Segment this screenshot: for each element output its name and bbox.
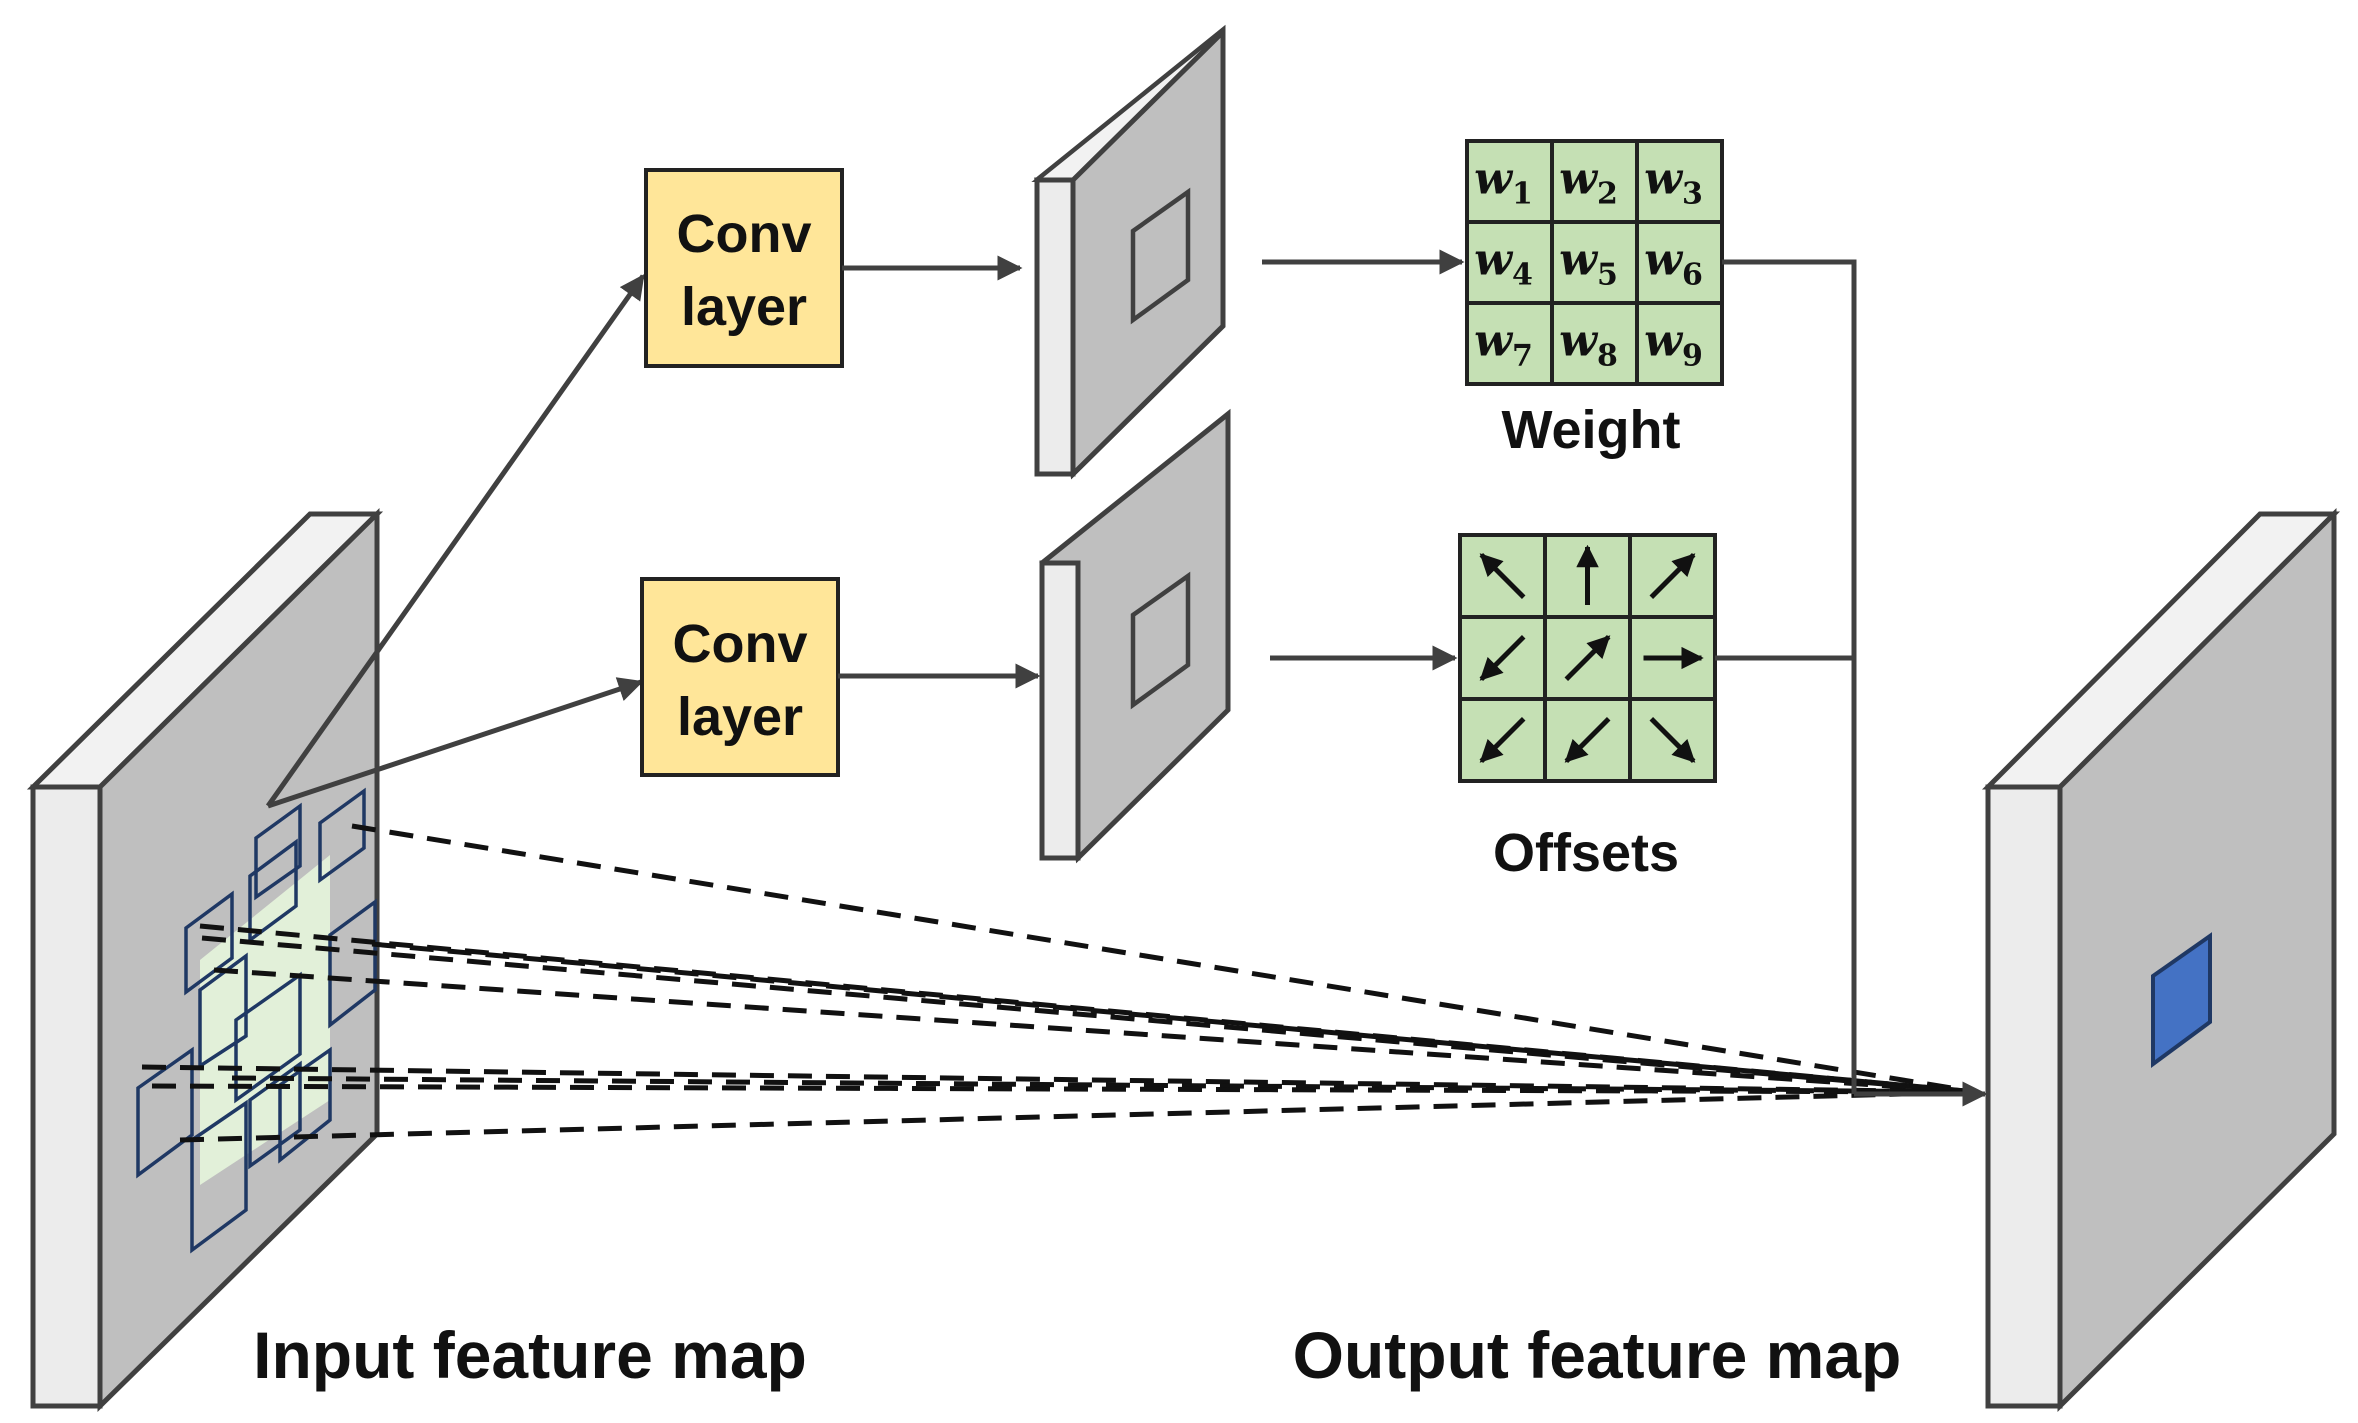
weight-symbol: w [1559, 154, 1599, 205]
weight-cell: w6 [1644, 235, 1703, 293]
conv-top-line2: layer [681, 277, 807, 337]
projection-line [151, 1083, 1977, 1095]
sampling-box [198, 952, 248, 1070]
sampling-box [278, 1046, 332, 1164]
projection-line [179, 1089, 1977, 1143]
weight-symbol: w [1474, 235, 1514, 286]
intermediate-map-bottom [1039, 408, 1231, 864]
input-feature-map-label: Input feature map [253, 1318, 807, 1392]
weight-cell: w2 [1559, 154, 1618, 212]
weight-subscript: 4 [1512, 258, 1533, 293]
weight-subscript: 9 [1682, 339, 1703, 374]
weight-cell: w8 [1559, 316, 1618, 374]
weight-symbol: w [1644, 235, 1684, 286]
weight-cell: w1 [1474, 154, 1533, 212]
conv-top-line1: Conv [677, 204, 812, 264]
weight-cell: w9 [1644, 316, 1703, 374]
sampling-box [184, 890, 234, 996]
weight-label: Weight [1502, 400, 1681, 460]
conv-layer-bottom: Conv layer [640, 577, 840, 777]
offsets-grid [1458, 533, 1717, 783]
arrow-input-to-conv-bottom [267, 677, 644, 809]
conv-bottom-line2: layer [677, 687, 803, 747]
weight-symbol: w [1559, 316, 1599, 367]
sampling-box [248, 838, 298, 944]
offset-arrow-up-left [1479, 553, 1526, 599]
projection-line [351, 823, 1977, 1095]
sampling-positions [136, 787, 377, 1254]
weight-subscript: 6 [1682, 258, 1703, 293]
output-feature-map-label: Output feature map [1293, 1318, 1902, 1392]
sampling-box [234, 971, 302, 1104]
weight-subscript: 5 [1597, 258, 1618, 293]
projection-line [213, 967, 1977, 1095]
sampling-box [254, 802, 302, 901]
projection-lines [141, 823, 1977, 1143]
output-pixel [2151, 932, 2212, 1068]
weight-subscript: 2 [1597, 177, 1618, 212]
weight-symbol: w [1474, 316, 1514, 367]
offset-arrow-down-left [1479, 717, 1526, 763]
sampling-box [328, 898, 377, 1029]
weight-cell: w4 [1474, 235, 1533, 293]
offsets-label: Offsets [1493, 823, 1679, 883]
weight-symbol: w [1644, 316, 1684, 367]
sampling-box [190, 1099, 248, 1254]
conv-layer-top: Conv layer [644, 168, 844, 368]
projection-line [141, 1064, 1977, 1095]
offset-arrow-down-left [1479, 635, 1526, 681]
weight-symbol: w [1474, 154, 1514, 205]
sampling-box [318, 787, 366, 884]
weight-cell: w5 [1559, 235, 1618, 293]
connector-weight-to-output [1722, 259, 1857, 1094]
weight-cell: w7 [1474, 316, 1533, 374]
sampling-box [136, 1046, 194, 1179]
offset-arrow-down-right [1649, 717, 1696, 763]
offset-arrow-up-right [1564, 635, 1611, 681]
weight-subscript: 8 [1597, 339, 1618, 374]
weight-cell: w3 [1644, 154, 1703, 212]
intermediate-map-top [1031, 24, 1226, 480]
weight-symbol: w [1559, 235, 1599, 286]
conv-bottom-line1: Conv [673, 614, 808, 674]
weight-subscript: 7 [1512, 339, 1533, 374]
arrow-input-to-conv-top [265, 273, 646, 808]
offset-arrow-down-left [1564, 717, 1611, 763]
weight-symbol: w [1644, 154, 1684, 205]
projection-line [371, 941, 1977, 1095]
weight-subscript: 1 [1512, 177, 1533, 212]
weight-subscript: 3 [1682, 177, 1703, 212]
output-feature-map [1981, 507, 2341, 1413]
offset-arrow-up-right [1649, 553, 1696, 599]
